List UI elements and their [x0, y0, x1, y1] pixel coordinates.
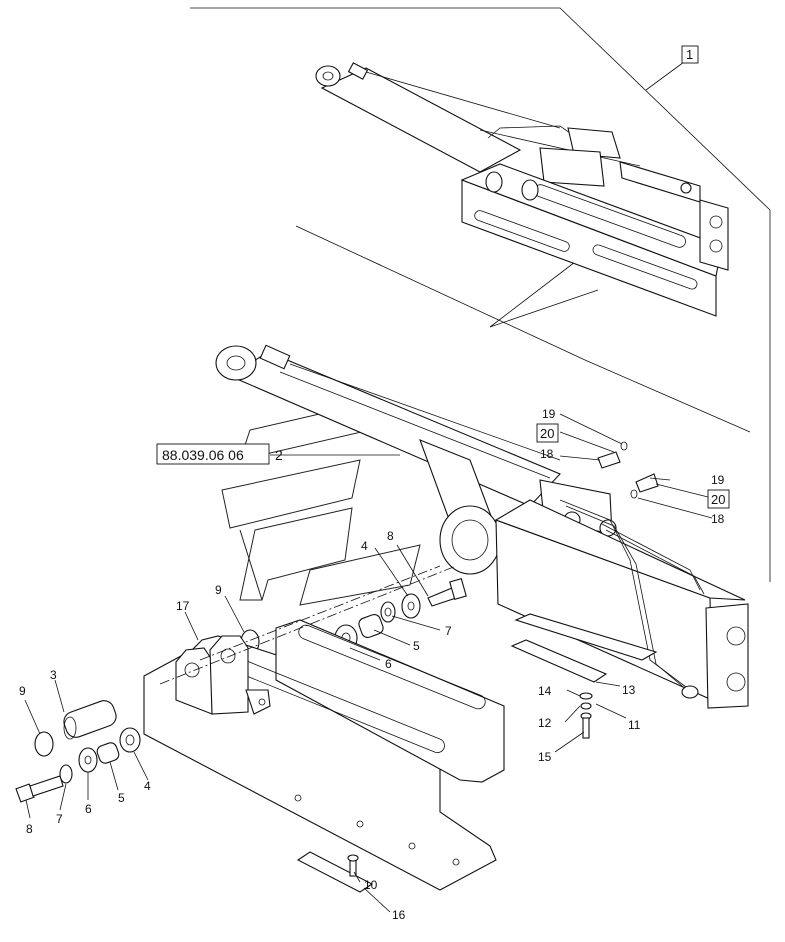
callout-7-upper[interactable]: 7 — [445, 624, 452, 638]
reference-callout[interactable]: 88.039.06 06 2 — [156, 443, 283, 465]
loose-parts-lower — [15, 692, 593, 803]
callout-9-lower[interactable]: 9 — [19, 684, 26, 698]
callout-13[interactable]: 13 — [622, 683, 636, 697]
callout-18-lower[interactable]: 18 — [711, 512, 725, 526]
callout-5-lower[interactable]: 5 — [118, 791, 125, 805]
callout-20-lower-label: 20 — [711, 492, 725, 507]
callout-3[interactable]: 3 — [50, 668, 57, 682]
callout-19-upper[interactable]: 19 — [542, 407, 556, 421]
callout-18-upper[interactable]: 18 — [540, 447, 554, 461]
callout-1-label: 1 — [686, 47, 693, 62]
callout-4-lower[interactable]: 4 — [144, 779, 151, 793]
callout-14[interactable]: 14 — [538, 684, 552, 698]
callout-labels: 1 20 20 19 18 19 18 4 8 7 5 6 17 9 3 9 8… — [19, 45, 730, 922]
callout-11[interactable]: 11 — [628, 718, 641, 732]
callout-16[interactable]: 16 — [392, 908, 406, 922]
callout-7-lower[interactable]: 7 — [56, 812, 63, 826]
reference-item: 2 — [275, 447, 283, 463]
callout-8-lower[interactable]: 8 — [26, 822, 33, 836]
reference-code: 88.039.06 06 — [162, 447, 244, 463]
callout-15[interactable]: 15 — [538, 750, 552, 764]
callout-1[interactable]: 1 — [681, 45, 699, 64]
callout-5-upper[interactable]: 5 — [413, 639, 420, 653]
callout-8-upper[interactable]: 8 — [387, 529, 394, 543]
callout-9-upper[interactable]: 9 — [215, 583, 222, 597]
callout-4-upper[interactable]: 4 — [361, 539, 368, 553]
callout-6-lower[interactable]: 6 — [85, 802, 92, 816]
callout-10[interactable]: 10 — [364, 878, 378, 892]
callout-12[interactable]: 12 — [538, 716, 552, 730]
lower-bracket — [143, 619, 505, 893]
callout-17[interactable]: 17 — [176, 599, 190, 613]
leader-lines — [24, 61, 713, 913]
upper-cylinder-assembly — [315, 62, 729, 317]
assembly-frame-lines — [190, 7, 771, 582]
callout-19-lower[interactable]: 19 — [711, 473, 725, 487]
callout-20-upper-label: 20 — [540, 426, 554, 441]
callout-20-upper[interactable]: 20 — [536, 423, 559, 443]
callout-6-upper[interactable]: 6 — [385, 657, 392, 671]
callout-20-lower[interactable]: 20 — [707, 489, 730, 509]
assembly-axis-lines — [159, 565, 457, 685]
main-cylinder-assembly — [215, 344, 749, 709]
